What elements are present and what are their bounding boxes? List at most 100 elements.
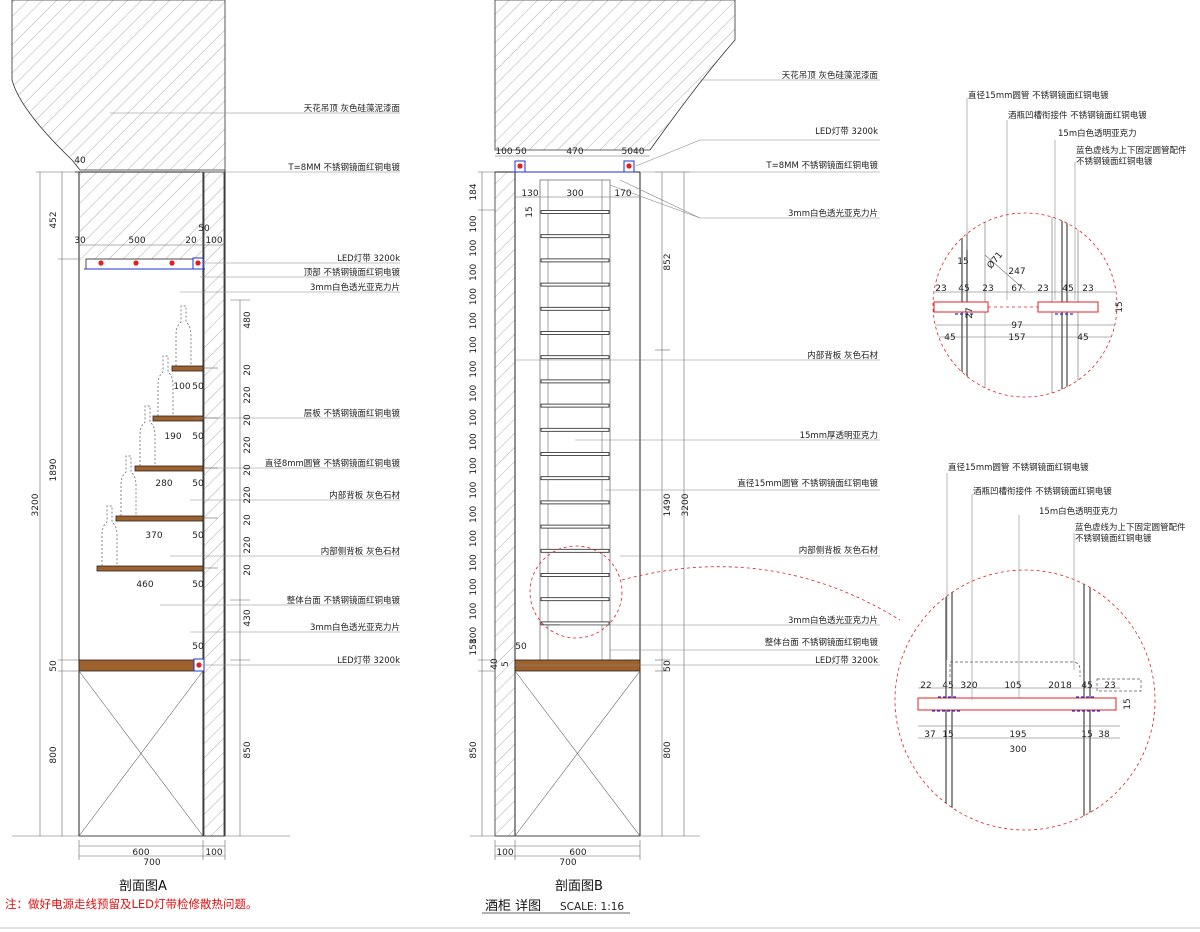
dim: 130	[521, 189, 538, 199]
label-counter: 整体台面 不锈钢镜面红铜电镀	[287, 595, 401, 606]
dim: 700	[143, 858, 160, 868]
drawing-scale: SCALE: 1:16	[560, 901, 624, 913]
rack-rung	[540, 548, 610, 553]
top-led-box	[85, 258, 204, 270]
label-tube: 直径15mm圆管 不锈钢镜面红铜电镀	[948, 462, 1089, 473]
label-acrylic-top: 3mm白色透光亚克力片	[788, 208, 878, 219]
rack-rung	[540, 573, 610, 577]
shelf	[96, 565, 204, 572]
dim: 38	[1098, 730, 1110, 740]
dim: 100	[469, 602, 479, 619]
label-shelf: 层板 不锈钢镜面红铜电镀	[304, 408, 401, 419]
dim: 100	[173, 382, 190, 392]
dim: 800	[663, 741, 673, 758]
label-counter: 整体台面 不锈钢镜面红铜电镀	[765, 637, 879, 648]
dim: 20	[243, 414, 253, 426]
dim: 50	[192, 382, 204, 392]
dim: 45	[1081, 681, 1092, 691]
dim: 23	[1037, 284, 1048, 294]
dim: 50	[515, 147, 527, 157]
led-dot	[133, 260, 139, 266]
label-joint: 酒瓶凹槽衔接件 不锈钢镜面红铜电镀	[973, 486, 1112, 497]
dim: 67	[1011, 284, 1022, 294]
dim: 37	[924, 730, 935, 740]
dim: 100	[469, 554, 479, 571]
dim: 45	[944, 333, 955, 343]
dim: 850	[469, 741, 479, 758]
dim: 100	[469, 578, 479, 595]
label-acrylic15: 15mm厚透明亚克力	[800, 430, 878, 441]
dim: 100	[469, 627, 479, 644]
acrylic-section	[917, 697, 1117, 711]
right-wall-hatch	[203, 171, 225, 837]
ceiling-hatch	[11, 0, 226, 171]
dim: 100	[469, 457, 479, 474]
rack-rung	[540, 282, 610, 287]
dim: 50	[192, 531, 204, 541]
rack-rung	[540, 234, 610, 239]
rack-rung	[540, 210, 610, 214]
dim: 100	[205, 848, 222, 858]
rack-rung	[540, 379, 610, 384]
dim: 430	[243, 609, 253, 626]
label-ceiling: 天花吊顶 灰色硅藻泥漆面	[304, 103, 401, 114]
dim: 850	[243, 741, 253, 758]
dim: 15	[1081, 730, 1092, 740]
detail-circle	[932, 212, 1118, 398]
label-ceiling: 天花吊顶 灰色硅藻泥漆面	[782, 70, 879, 81]
dim: 190	[164, 432, 181, 442]
dim: 20	[185, 236, 197, 246]
label-blue2: 不锈钢镜面红铜电镀	[1076, 156, 1153, 167]
label-led-top: LED灯带 3200k	[337, 253, 400, 264]
dim: 157	[1008, 333, 1025, 343]
dim: 100	[469, 506, 479, 523]
dim: 23	[1082, 284, 1093, 294]
dim: 3200	[31, 493, 41, 516]
dim: 100	[469, 409, 479, 426]
leaders-b	[515, 79, 880, 666]
label-blue1: 蓝色虚线为上下固定圆管配件	[1075, 522, 1186, 533]
upper-wall-hatch	[80, 172, 202, 260]
dim: 23	[982, 284, 993, 294]
counter-top	[514, 659, 641, 672]
dim: 20	[243, 364, 253, 376]
dim: 280	[155, 479, 172, 489]
detail-bottom: 直径15mm圆管 不锈钢镜面红铜电镀 酒瓶凹槽衔接件 不锈钢镜面红铜电镀 15m…	[894, 462, 1186, 831]
dim: 50	[49, 660, 59, 672]
dim: 100	[469, 264, 479, 281]
rack-spacing-dims: 1001001001001001001001001001001001001001…	[469, 215, 479, 644]
section-a: 天花吊顶 灰色硅藻泥漆面 T=8MM 不锈钢镜面红铜电镀 LED灯带 3200k…	[11, 0, 401, 894]
label-rod: 直径8mm圆管 不锈钢镜面红铜电镀	[265, 458, 401, 469]
dim: 50	[192, 432, 204, 442]
label-led-bottom: LED灯带 3200k	[337, 655, 400, 666]
dim: 50	[192, 642, 204, 652]
led-dot	[98, 260, 104, 266]
drawing-title: 酒柜 详图	[485, 899, 541, 914]
label-acrylic-top: 3mm白色透光亚克力片	[310, 282, 400, 293]
dim: 27	[965, 307, 975, 318]
label-led-bottom: LED灯带 3200k	[815, 655, 878, 666]
dim: 15	[525, 206, 535, 217]
dim: 45	[942, 681, 953, 691]
detail-circle	[894, 569, 1156, 831]
dim: 452	[49, 211, 59, 228]
section-b: 天花吊顶 灰色硅藻泥漆面 LED灯带 3200k T=8MM 不锈钢镜面红铜电镀…	[469, 0, 901, 894]
dim: 184	[469, 183, 479, 200]
label-joint: 酒瓶凹槽衔接件 不锈钢镜面红铜电镀	[1008, 110, 1147, 121]
acrylic-section	[933, 301, 989, 313]
shelf	[134, 465, 204, 472]
dim: 100	[469, 530, 479, 547]
label-tube: 直径15mm圆管 不锈钢镜面红铜电镀	[968, 90, 1109, 101]
dim: 100	[205, 236, 222, 246]
rack-rung	[540, 258, 610, 263]
label-acrylic: 15m白色透明亚克力	[1039, 506, 1118, 517]
dim: 100	[469, 385, 479, 402]
dim: 460	[136, 580, 153, 590]
detail-marker	[529, 545, 623, 639]
dim: 50	[192, 580, 204, 590]
rack-rung	[540, 500, 610, 505]
bottle-outlines	[101, 305, 192, 566]
detail-top: 直径15mm圆管 不锈钢镜面红铜电镀 酒瓶凹槽衔接件 不锈钢镜面红铜电镀 15m…	[932, 90, 1187, 398]
dim: 20	[243, 514, 253, 526]
